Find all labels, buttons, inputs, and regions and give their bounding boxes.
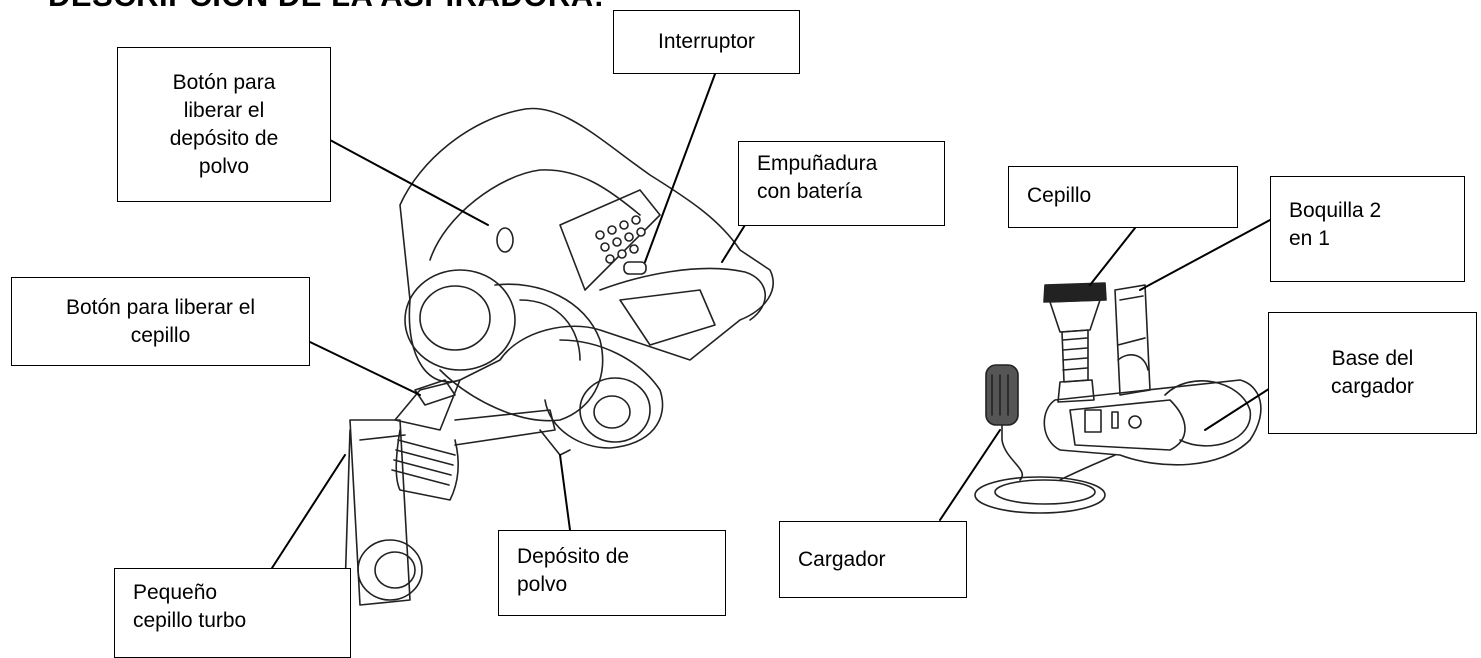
label-dust-container: Depósito de polvo: [498, 530, 726, 616]
label-line: Base del: [1331, 347, 1414, 370]
vacuum-body-drawing: [344, 107, 774, 606]
label-line: Boquilla 2: [1289, 199, 1382, 222]
label-turbo-brush: Pequeño cepillo turbo: [114, 568, 351, 658]
label-line: cargador: [1331, 375, 1414, 398]
leader-lines: [271, 73, 1276, 569]
label-brush: Cepillo: [1008, 166, 1238, 228]
label-line: depósito de: [169, 126, 279, 150]
label-line: Cepillo: [1027, 184, 1092, 207]
label-battery-handle: Empuñadura con batería: [738, 141, 945, 226]
label-line: con batería: [757, 180, 863, 203]
label-line: cepillo turbo: [133, 609, 247, 632]
label-charger-base: Base del cargador: [1268, 312, 1477, 434]
label-switch: Interruptor: [613, 10, 800, 74]
label-nozzle-2-in-1: Boquilla 2 en 1: [1270, 176, 1465, 282]
label-line: Pequeño: [133, 581, 218, 604]
label-dust-release-button: Botón para liberar el depósito de polvo: [117, 47, 331, 202]
label-line: liberar el: [183, 98, 265, 122]
label-line: polvo: [198, 154, 250, 178]
label-line: cepillo: [130, 323, 191, 347]
label-line: Cargador: [798, 548, 886, 571]
label-line: en 1: [1289, 227, 1330, 250]
label-line: Botón para: [172, 70, 276, 94]
label-line: polvo: [517, 573, 568, 596]
charger-base-drawing: [974, 282, 1262, 514]
label-charger: Cargador: [779, 521, 967, 598]
label-line: Depósito de: [517, 545, 630, 568]
label-line: Interruptor: [658, 30, 755, 53]
page-heading: DESCRIPCIÓN DE LA ASPIRADORA:: [48, 0, 604, 14]
label-line: Empuñadura: [757, 152, 878, 175]
label-brush-release-button: Botón para liberar el cepillo: [11, 277, 310, 366]
label-line: Botón para liberar el: [65, 295, 256, 319]
